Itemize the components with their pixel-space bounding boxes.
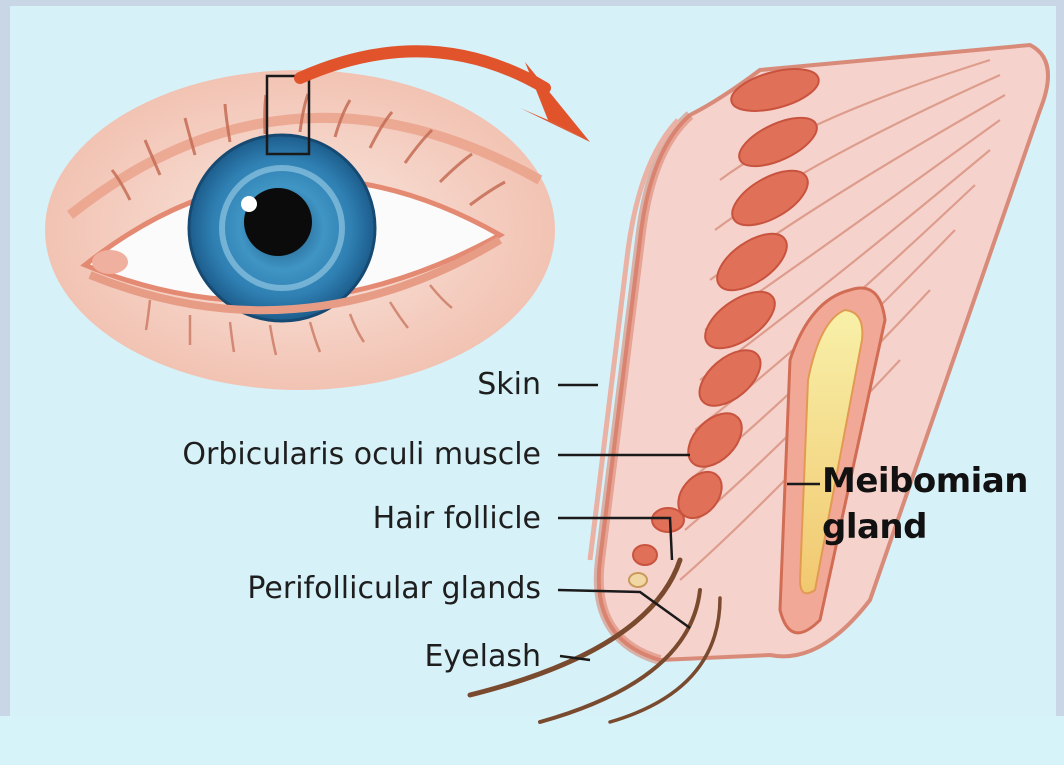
eyelid-cross-section xyxy=(470,45,1048,722)
eye-illustration xyxy=(45,70,555,390)
label-skin: Skin xyxy=(477,368,541,402)
label-perifollicular-glands: Perifollicular glands xyxy=(247,572,541,606)
label-hair-follicle: Hair follicle xyxy=(373,502,541,536)
label-meibomian: Meibomian xyxy=(822,462,1028,500)
label-orbicularis-oculi-muscle: Orbicularis oculi muscle xyxy=(182,438,541,472)
label-gland: gland xyxy=(822,508,927,546)
label-eyelash: Eyelash xyxy=(424,640,541,674)
